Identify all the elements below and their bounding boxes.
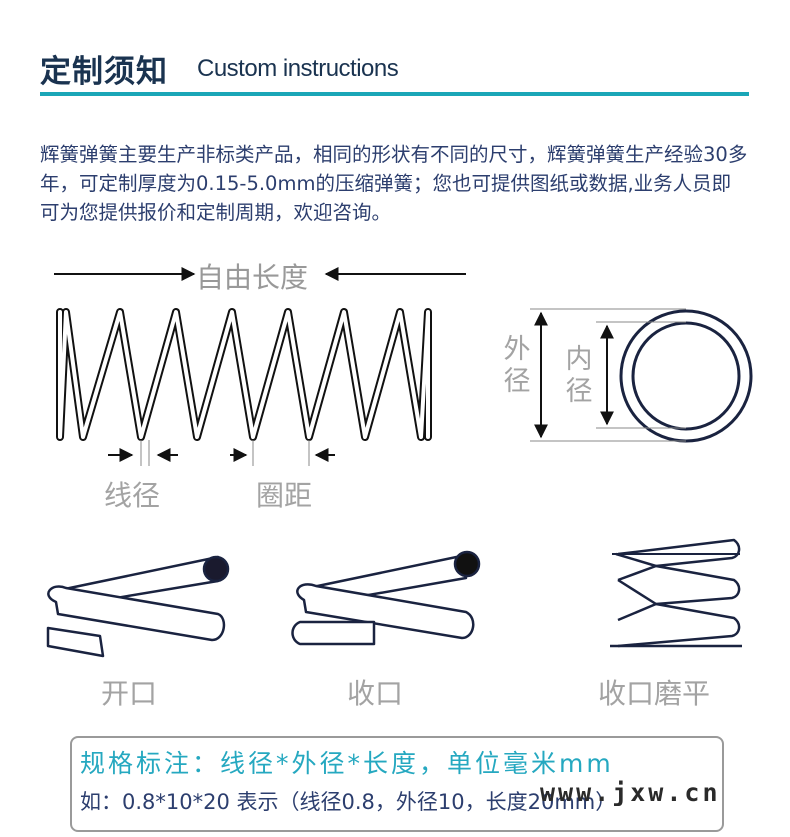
free-length-label: 自由长度 [196, 261, 309, 294]
page-title: 定制须知 [40, 54, 168, 90]
spec-example-line: 如：0.8*10*20 表示（线径0.8，外径10，长度20mm） [80, 790, 617, 814]
open-end-spring [46, 555, 230, 658]
wire-diameter-marker [108, 440, 178, 466]
title-divider [40, 92, 749, 96]
inner-diameter-label: 内径 [565, 344, 593, 407]
spec-format-line: 规格标注：线径*外径*长度，单位毫米mm [80, 749, 614, 778]
spring-side-view-inner [58, 310, 430, 439]
pitch-label: 圈距 [256, 479, 313, 512]
page-subtitle: Custom instructions [197, 55, 399, 82]
spring-end-view [530, 308, 753, 443]
closed-end-spring [291, 550, 481, 646]
closed-ground-spring [610, 538, 742, 648]
closed-ground-label: 收口磨平 [598, 677, 711, 710]
wire-diameter-label: 线径 [104, 479, 161, 512]
outer-diameter-label: 外径 [503, 334, 531, 397]
watermark: www.jxw.cn [540, 778, 721, 807]
spec-box: 规格标注：线径*外径*长度，单位毫米mm 如：0.8*10*20 表示（线径0.… [70, 736, 724, 832]
open-end-label: 开口 [101, 677, 158, 710]
closed-end-label: 收口 [347, 677, 404, 710]
intro-paragraph: 辉簧弹簧主要生产非标类产品，相同的形状有不同的尺寸，辉簧弹簧生产经验30多年，可… [40, 143, 748, 224]
pitch-marker [230, 440, 335, 466]
